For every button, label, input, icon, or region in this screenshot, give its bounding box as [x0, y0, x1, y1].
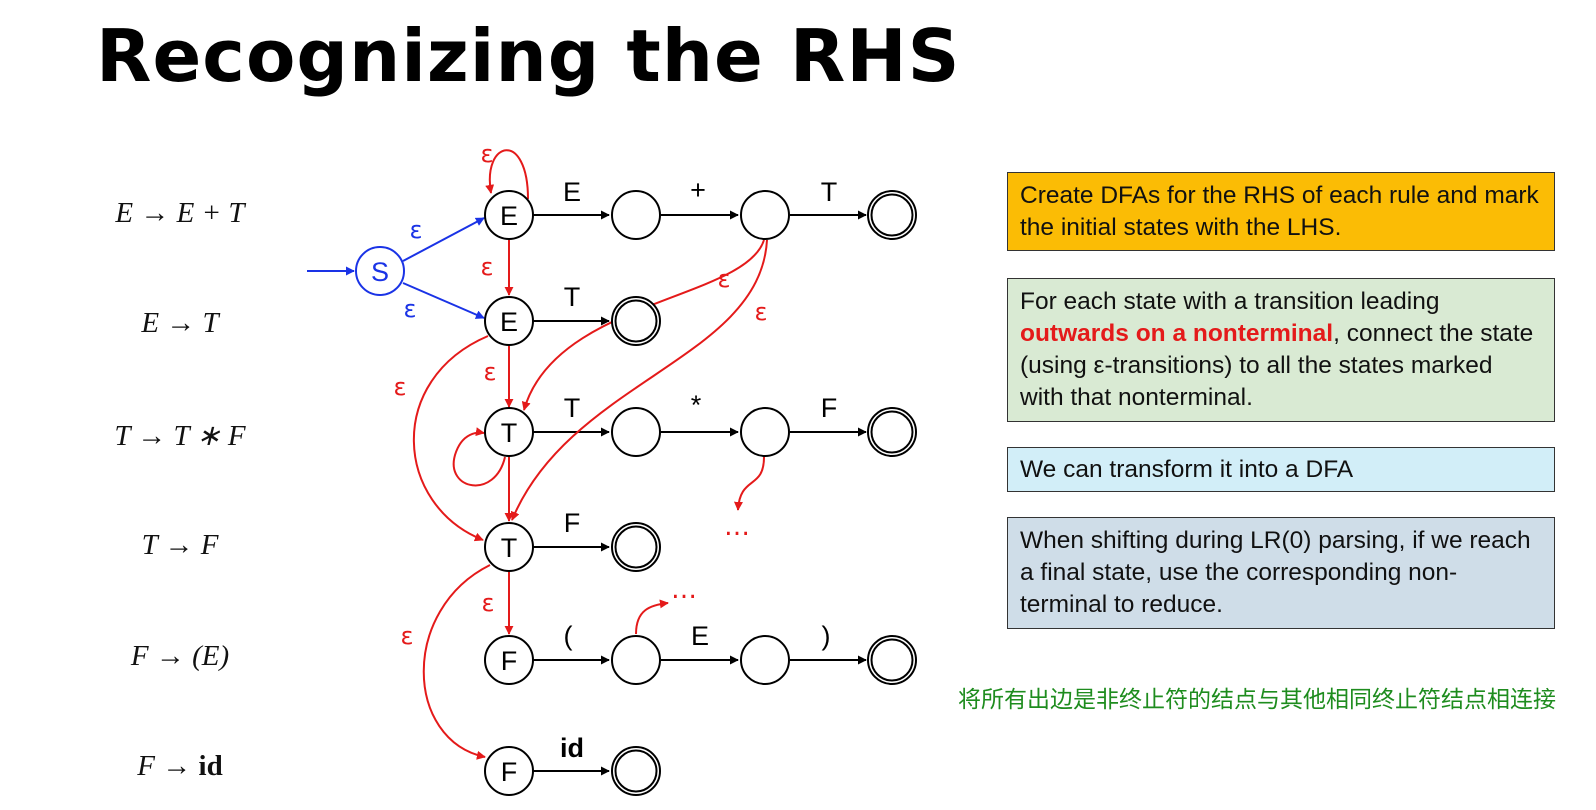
state-label: F — [501, 646, 518, 676]
epsilon-label: ε — [481, 253, 494, 281]
state-label: E — [500, 307, 518, 337]
state-node — [484, 635, 534, 685]
epsilon-label: ε — [484, 358, 497, 386]
state-node — [611, 635, 661, 685]
edge-label: E — [563, 177, 581, 207]
epsilon-edge — [452, 427, 506, 487]
edge-label: T — [821, 177, 838, 207]
start-edges — [307, 217, 485, 319]
explanation-box-transform: We can transform it into a DFA — [1007, 447, 1555, 492]
final-state-inner — [614, 299, 658, 343]
final-state-inner — [870, 638, 914, 682]
final-state-inner — [614, 749, 658, 793]
edge-label: ) — [822, 621, 831, 651]
state-label: T — [501, 533, 518, 563]
epsilon-edges — [412, 149, 768, 760]
edge-label: id — [560, 733, 584, 763]
epsilon-edge — [402, 217, 485, 262]
state-node — [740, 407, 790, 457]
emphasis-text: outwards on a nonterminal — [1020, 320, 1334, 347]
epsilon-edge — [635, 599, 669, 635]
epsilon-edge — [485, 149, 529, 200]
state-node — [484, 296, 534, 346]
grammar-rule: F → (E) — [130, 640, 230, 672]
state-node — [484, 407, 534, 457]
edge-label: + — [690, 175, 706, 205]
state-label: T — [501, 418, 518, 448]
start-state-label: S — [371, 257, 389, 287]
state-node — [611, 407, 661, 457]
epsilon-label: ε — [410, 216, 423, 244]
state-label: F — [501, 757, 518, 787]
edge-label: E — [691, 621, 709, 651]
epsilon-label: ε — [481, 140, 494, 168]
grammar-rule: E → E + T — [115, 197, 245, 229]
epsilon-label: ε — [404, 295, 417, 323]
epsilon-label: ε — [482, 589, 495, 617]
epsilon-edge — [510, 239, 768, 521]
epsilon-edge — [402, 282, 485, 319]
page-title: Recognizing the RHS — [96, 14, 961, 98]
grammar-rule: F → id — [137, 750, 223, 782]
annotation-note: 将所有出边是非终止符的结点与其他相同终止符结点相连接 — [958, 687, 1556, 713]
ellipsis-label: … — [724, 512, 750, 542]
edge-label: F — [564, 508, 581, 538]
explanation-box-connect-states: For each state with a transition leading… — [1007, 278, 1555, 422]
final-state-inner — [870, 410, 914, 454]
grammar-rule: T → F — [141, 529, 219, 561]
grammar-rule: E → T — [141, 307, 219, 339]
epsilon-label: ε — [718, 265, 731, 293]
ellipsis-label: … — [671, 575, 697, 605]
epsilon-edge — [412, 335, 489, 542]
edge-label: * — [691, 390, 702, 420]
state-node — [611, 190, 661, 240]
edge-label: T — [564, 282, 581, 312]
state-label: E — [500, 201, 518, 231]
epsilon-label: ε — [755, 298, 768, 326]
state-node — [740, 635, 790, 685]
edge-label: ( — [564, 621, 573, 651]
epsilon-edge — [422, 564, 491, 760]
edge-label: T — [564, 393, 581, 423]
states — [484, 190, 917, 796]
epsilon-label: ε — [394, 373, 407, 401]
state-node — [740, 190, 790, 240]
transition-edges — [533, 210, 867, 776]
explanation-box-reduce: When shifting during LR(0) parsing, if w… — [1007, 517, 1555, 629]
epsilon-label: ε — [401, 622, 414, 650]
explanation-box-create-dfas: Create DFAs for the RHS of each rule and… — [1007, 172, 1555, 251]
start-state — [355, 246, 405, 296]
final-state-inner — [614, 525, 658, 569]
state-node — [484, 746, 534, 796]
state-node — [484, 190, 534, 240]
final-state-inner — [870, 193, 914, 237]
state-node — [484, 522, 534, 572]
epsilon-edge — [733, 456, 765, 511]
grammar-rule: T → T ∗ F — [114, 420, 246, 452]
nfa-diagram: S E E T T F F E + T T T * F F ( E ) id ε… — [307, 140, 917, 796]
edge-label: F — [821, 393, 838, 423]
